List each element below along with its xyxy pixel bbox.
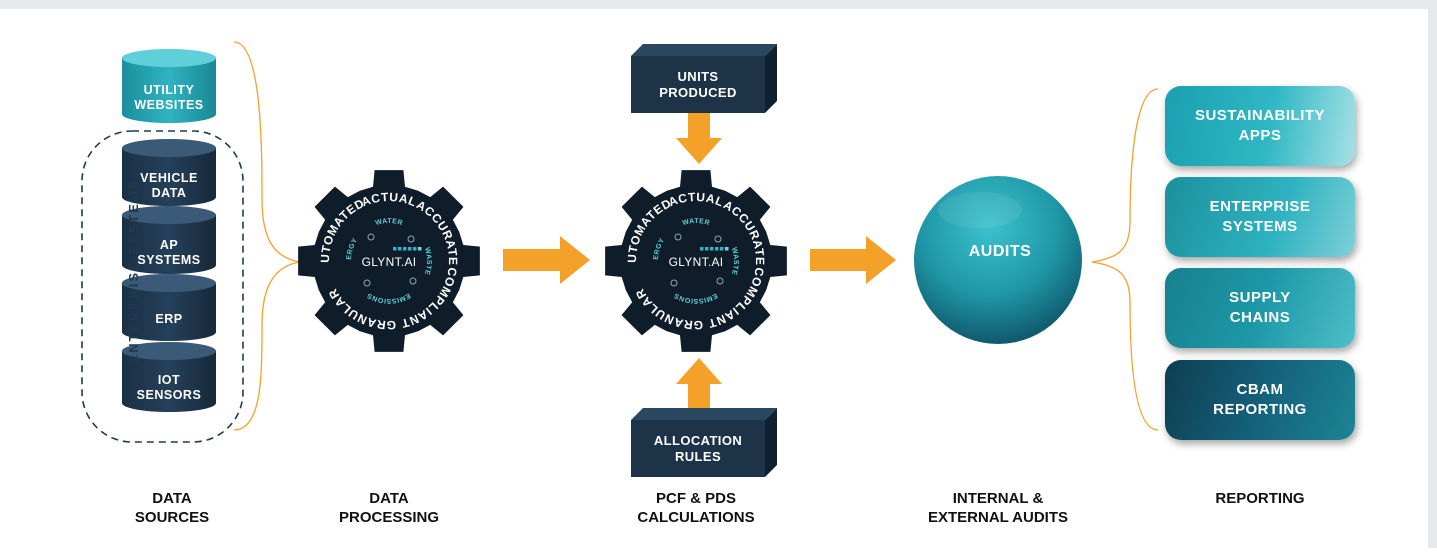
ap-systems-cylinder — [122, 206, 216, 274]
units-produced-box — [631, 44, 777, 113]
caption-data-sources: DATA SOURCES — [134, 490, 210, 526]
gear-icon-dot — [409, 277, 417, 285]
gear-icon-dot — [363, 279, 371, 287]
ap-systems-label: AP SYSTEMS — [137, 238, 201, 267]
gear-inner-waste: WASTE — [730, 247, 739, 276]
iot-sensors-label: IOT SENSORS — [136, 373, 202, 402]
reporting-supply-chains: SUPPLY CHAINS — [1165, 268, 1355, 348]
glynt-logo-icon — [393, 247, 422, 251]
gear-icon-dot — [674, 233, 682, 241]
glynt-logo-icon — [700, 247, 729, 251]
reporting-brace — [1091, 88, 1159, 431]
gear-inner-water: WATER — [682, 218, 711, 227]
utility-websites-label: UTILITY WEBSITES — [134, 83, 204, 112]
arrow-units-down — [676, 112, 722, 164]
gear-inner-waste: WASTE — [423, 247, 432, 276]
caption-reporting: REPORTING — [1215, 490, 1305, 507]
enterprise-systems-outline — [81, 130, 244, 443]
allocation-rules-box — [631, 408, 777, 477]
caption-data-processing: DATA PROCESSING — [338, 490, 440, 526]
arrow-processing-to-calc — [503, 236, 590, 284]
arrow-calc-to-audits — [810, 236, 896, 284]
sources-brace — [233, 41, 301, 431]
units-produced-label: UNITS PRODUCED — [659, 69, 737, 100]
gear-icon-dot — [367, 233, 375, 241]
reporting-sustainability-apps: SUSTAINABILITY APPS — [1165, 86, 1355, 166]
gear-icon-dot — [716, 277, 724, 285]
calculation-gear: ACTUALACCURATECOMPLIANTGRANULARAUTOMATED… — [605, 170, 787, 352]
caption-audits: INTERNAL & EXTERNAL AUDITS — [927, 490, 1068, 526]
allocation-rules-label: ALLOCATION RULES — [653, 433, 743, 464]
erp-cylinder — [122, 274, 216, 341]
gear-inner-water: WATER — [375, 218, 404, 227]
processing-gear: ACTUALACCURATECOMPLIANTGRANULARAUTOMATED… — [298, 170, 480, 352]
audits-sphere — [914, 176, 1082, 344]
gear-icon-dot — [714, 235, 722, 243]
arrow-allocation-up — [676, 358, 722, 408]
enterprise-systems-label: ENTERPRISE SYSTEMS — [126, 178, 141, 364]
reporting-enterprise-systems: ENTERPRISE SYSTEMS — [1165, 177, 1355, 257]
caption-calculations: PCF & PDS CALCULATIONS — [637, 490, 755, 526]
gear-body — [605, 170, 787, 352]
glynt-logo-text: GLYNT.AI — [669, 255, 724, 269]
audits-label: AUDITS — [968, 243, 1032, 260]
glynt-logo-text: GLYNT.AI — [362, 255, 417, 269]
vehicle-data-label: VEHICLE DATA — [140, 171, 198, 200]
erp-label: ERP — [155, 312, 183, 326]
gear-body — [298, 170, 480, 352]
gear-icon-dot — [670, 279, 678, 287]
gear-word-actual: ACTUAL — [666, 190, 725, 210]
utility-websites-cylinder — [122, 49, 216, 123]
vehicle-data-cylinder — [122, 139, 216, 206]
iot-sensors-cylinder — [122, 342, 216, 412]
gear-icon-dot — [407, 235, 415, 243]
reporting-cbam: CBAM REPORTING — [1165, 360, 1355, 440]
gear-word-actual: ACTUAL — [359, 190, 418, 210]
